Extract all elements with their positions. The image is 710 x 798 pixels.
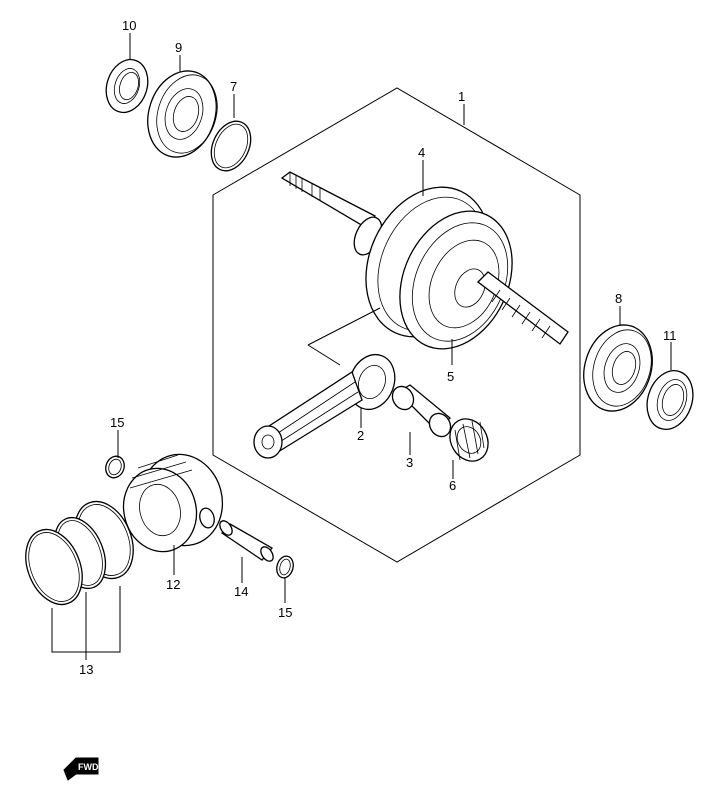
label-part-6: 6 bbox=[449, 478, 456, 493]
label-part-3: 3 bbox=[406, 455, 413, 470]
part-10-oil-seal bbox=[105, 58, 149, 114]
label-part-15-lower: 15 bbox=[278, 605, 292, 620]
leader-lines bbox=[51, 33, 672, 660]
label-part-5: 5 bbox=[447, 369, 454, 384]
leader-crank-to-rod bbox=[307, 307, 381, 346]
part-11-oil-seal bbox=[646, 370, 694, 430]
label-part-8: 8 bbox=[615, 291, 622, 306]
label-part-11: 11 bbox=[663, 328, 677, 343]
part-6-needle-bearing bbox=[449, 418, 489, 462]
label-part-9: 9 bbox=[175, 40, 182, 55]
part-5-crankshaft-right bbox=[399, 210, 569, 350]
part-3-crank-pin bbox=[391, 384, 452, 438]
part-7-circlip bbox=[210, 120, 252, 172]
assembly-outline bbox=[212, 87, 581, 563]
leader-rod-link bbox=[307, 344, 341, 366]
label-part-7: 7 bbox=[230, 79, 237, 94]
label-part-13: 13 bbox=[79, 662, 93, 677]
part-9-bearing bbox=[147, 70, 218, 158]
label-part-1: 1 bbox=[458, 89, 465, 104]
part-14-piston-pin bbox=[219, 520, 274, 562]
label-part-4: 4 bbox=[418, 145, 425, 160]
label-part-10: 10 bbox=[122, 18, 136, 33]
part-2-connecting-rod bbox=[253, 353, 396, 459]
part-13-piston-rings bbox=[25, 500, 134, 606]
label-part-14: 14 bbox=[234, 584, 248, 599]
part-8-bearing bbox=[583, 324, 653, 412]
label-part-12: 12 bbox=[166, 577, 180, 592]
part-15-clip-lower bbox=[276, 555, 294, 579]
part-12-piston bbox=[122, 453, 224, 553]
forward-arrow-icon: FWD bbox=[63, 757, 99, 781]
forward-arrow-text: FWD bbox=[78, 762, 99, 772]
part-15-clip-upper bbox=[105, 455, 125, 479]
label-part-2: 2 bbox=[357, 428, 364, 443]
label-part-15-upper: 15 bbox=[110, 415, 124, 430]
